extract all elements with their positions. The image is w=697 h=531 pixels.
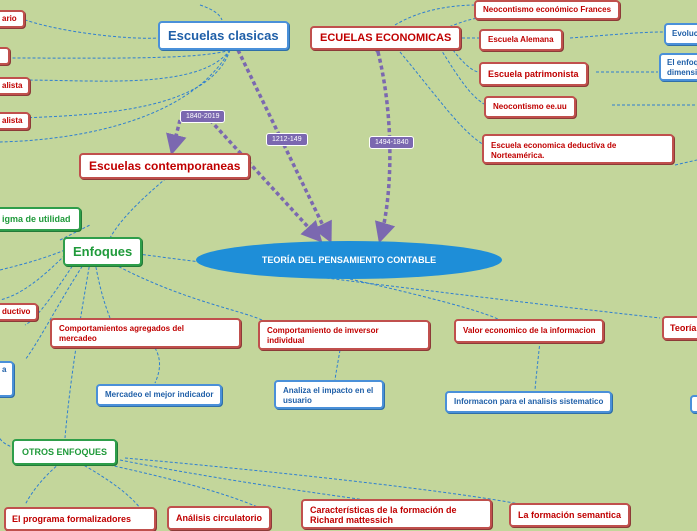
left-node-deductivo[interactable]: ductivo [0, 303, 39, 321]
mercadeo-indicador-node[interactable]: Mercadeo el mejor indicador [96, 384, 223, 406]
analiza-impacto-node[interactable]: Analiza el impacto en el usuario [274, 380, 384, 409]
badge-clasicas: 1212-149 [266, 133, 308, 146]
escuelas-clasicas-node[interactable]: Escuelas clasicas [158, 21, 289, 50]
escuelas-contemporaneas-node[interactable]: Escuelas contemporaneas [79, 153, 251, 179]
left-node-stub[interactable] [0, 47, 10, 65]
badge-economicas: 1494-1840 [369, 136, 415, 149]
escuela-patrimonista-node[interactable]: Escuela patrimonista [479, 62, 588, 86]
right-node-stub[interactable] [690, 395, 697, 413]
left-node-alista-1[interactable]: alista [0, 77, 31, 95]
caracteristicas-formacion-node[interactable]: Características de la formación de Richa… [301, 499, 492, 529]
left-node-a[interactable]: a [0, 361, 15, 397]
valor-economico-node[interactable]: Valor economico de la informacion [454, 319, 605, 343]
comportamientos-agregados-node[interactable]: Comportamientos agregados del mercadeo [50, 318, 241, 348]
left-node-ario[interactable]: ario [0, 10, 25, 28]
right-node-enfoque[interactable]: El enfoq dimensi [659, 53, 697, 81]
paradigma-utilidad-node[interactable]: igma de utilidad [0, 207, 81, 231]
neocontismo-frances-node[interactable]: Neocontismo económico Frances [474, 0, 621, 20]
badge-contemporaneas: 1840-2019 [180, 110, 226, 123]
left-node-alista-2[interactable]: alista [0, 112, 31, 130]
programa-formalizadores-node[interactable]: El programa formalizadores [4, 507, 156, 531]
otros-enfoques-node[interactable]: OTROS ENFOQUES [12, 439, 118, 465]
connector-layer [0, 4, 697, 509]
escuela-alemana-node[interactable]: Escuela Alemana [479, 29, 563, 51]
informacion-analisis-node[interactable]: Informacon para el analisis sistematico [445, 391, 613, 413]
neocontismo-eeuu-node[interactable]: Neocontismo ee.uu [484, 96, 576, 118]
comportamiento-inversor-node[interactable]: Comportamiento de imversor individual [258, 320, 430, 350]
formacion-semantica-node[interactable]: La formación semantica [509, 503, 631, 527]
escuela-deductiva-node[interactable]: Escuela economica deductiva de Norteamér… [482, 134, 674, 164]
right-node-teoria[interactable]: Teoría [662, 316, 697, 340]
right-node-evolucion[interactable]: Evoluc [664, 23, 697, 45]
enfoques-node[interactable]: Enfoques [63, 237, 143, 266]
root-node[interactable]: TEORÍA DEL PENSAMIENTO CONTABLE [196, 241, 502, 279]
analisis-circulatorio-node[interactable]: Análisis circulatorio [167, 506, 272, 530]
escuelas-economicas-node[interactable]: ECUELAS ECONOMICAS [310, 26, 462, 50]
